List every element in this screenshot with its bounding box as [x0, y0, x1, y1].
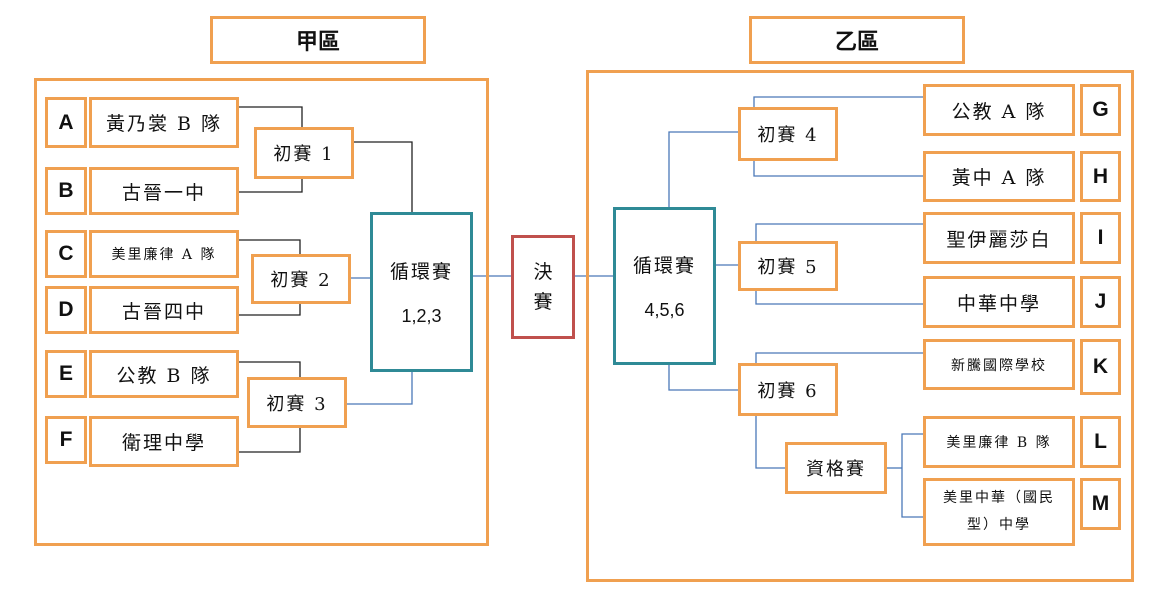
connector-r6-k [755, 352, 924, 364]
connector-c-r2 [238, 239, 301, 255]
connector-a-r1 [238, 106, 303, 128]
zone-frame-left [34, 78, 489, 546]
round-3: 初賽 3 [247, 377, 347, 428]
team-name-l: 美里廉律 B 隊 [923, 416, 1075, 468]
connector-d-r2 [238, 303, 301, 316]
team-letter-m: M [1080, 478, 1121, 530]
team-name-h: 黃中 A 隊 [923, 151, 1075, 202]
round-robin-left-games: 1,2,3 [401, 306, 442, 326]
round-robin-left-title: 循環賽 [389, 261, 453, 283]
round-4: 初賽 4 [738, 107, 838, 161]
team-name-b: 古晉一中 [89, 167, 239, 215]
connector-f-r3 [238, 428, 301, 453]
round-robin-left: 循環賽 1,2,3 [370, 212, 473, 372]
round-6: 初賽 6 [738, 363, 838, 416]
connector-rr-r6 [668, 364, 739, 391]
round-1: 初賽 1 [254, 127, 354, 179]
round-robin-right: 循環賽 4,5,6 [613, 207, 716, 365]
team-name-i: 聖伊麗莎白 [923, 212, 1075, 264]
connector-r6-qualifier [755, 415, 786, 469]
final-label-line1: 決 [533, 260, 553, 283]
team-letter-f: F [45, 416, 87, 464]
team-letter-e: E [45, 350, 87, 398]
round-2: 初賽 2 [251, 254, 351, 304]
team-name-k: 新騰國際學校 [923, 339, 1075, 390]
team-name-c: 美里廉律 A 隊 [89, 230, 239, 278]
final-match: 決 賽 [511, 235, 575, 339]
zone-frame-right [586, 70, 1134, 582]
team-letter-h: H [1080, 151, 1121, 202]
connector-rr-r4 [668, 131, 739, 208]
team-name-d: 古晉四中 [89, 286, 239, 334]
team-letter-g: G [1080, 84, 1121, 136]
connector-qualifier-lm [901, 433, 924, 518]
zone-title-left: 甲區 [210, 16, 426, 64]
team-letter-i: I [1080, 212, 1121, 264]
team-letter-a: A [45, 97, 87, 148]
team-letter-d: D [45, 286, 87, 334]
final-label-line2: 賽 [533, 291, 553, 313]
team-letter-j: J [1080, 276, 1121, 328]
round-robin-right-games: 4,5,6 [644, 300, 685, 320]
team-letter-c: C [45, 230, 87, 278]
team-letter-b: B [45, 167, 87, 215]
team-letter-l: L [1080, 416, 1121, 468]
round-robin-right-title: 循環賽 [632, 255, 696, 277]
connector-r1-rr [354, 141, 413, 213]
qualifier-round: 資格賽 [785, 442, 887, 494]
zone-title-right: 乙區 [749, 16, 965, 64]
team-name-g: 公教 A 隊 [923, 84, 1075, 136]
connector-r5-j [755, 290, 924, 305]
connector-b-r1 [238, 177, 303, 193]
connector-r4-h [753, 160, 924, 177]
round-5: 初賽 5 [738, 241, 838, 291]
team-name-f: 衛理中學 [89, 416, 239, 467]
connector-e-r3 [238, 361, 301, 378]
team-letter-k: K [1080, 339, 1121, 395]
connector-r5-i [755, 223, 924, 242]
team-name-m: 美里中華（國民型）中學 [923, 478, 1075, 546]
team-name-j: 中華中學 [923, 276, 1075, 328]
connector-r3-rr [347, 372, 413, 405]
connector-r4-g [753, 96, 924, 108]
team-name-a: 黃乃裳 B 隊 [89, 97, 239, 148]
team-name-e: 公教 B 隊 [89, 350, 239, 398]
